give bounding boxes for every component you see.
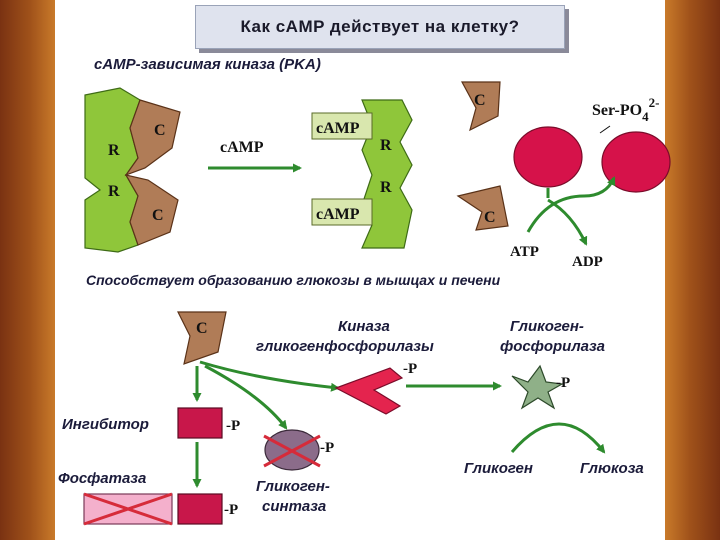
r-label-1: R [108,142,120,159]
glucose-label: Глюкоза [580,460,644,477]
left-border [0,0,55,540]
c-label-4: C [484,209,496,226]
c-label-5: C [196,320,208,337]
glycogen-label: Гликоген [464,460,533,477]
regulatory-subunit-right [361,99,413,249]
right-border [665,0,720,540]
r-label-2: R [108,183,120,200]
r-label-3: R [380,137,392,154]
camp-tag-top [311,112,373,140]
atp-label: ATP [510,244,539,260]
catalytic-subunit-top [124,99,181,177]
c-label-2: C [152,207,164,224]
pka-label: cAMP-зависимая киназа (PKA) [94,56,321,73]
synthase-phosphate: -P [320,440,334,456]
camp-tag-bottom-label: cAMP [316,206,360,223]
free-catalytic-bottom [456,185,509,231]
camp-tag-top-label: cAMP [316,120,360,137]
glycogen-to-glucose-arrow [510,422,606,454]
catalytic-subunit-lower [177,311,227,365]
catalytic-subunit-bottom [124,174,179,246]
camp-arrow-label: cAMP [220,139,264,156]
phosphatase-label: Фосфатаза [58,470,147,487]
camp-tag-bottom [311,198,373,226]
slide-title: Как cAMP действует на клетку? [240,17,520,36]
synthase-label-line1: Гликоген- [256,478,330,495]
slide-canvas [55,0,665,540]
title-box: Как cAMP действует на клетку? [195,5,565,49]
phosphorylase-kinase [334,367,404,415]
adp-label: ADP [572,254,603,270]
atp-adp-branch [547,198,588,246]
kinase-label-line2: гликогенфосфорилазы [256,338,434,355]
pka-holoenzyme [84,87,181,253]
phosphorylase-phosphate: -P [556,375,570,391]
synthase-label-line2: синтаза [262,498,327,515]
c-label-1: C [154,122,166,139]
kinase-phosphate: -P [403,361,417,377]
ser-po4-pointer [599,125,611,134]
atp-adp-arrow [526,176,616,233]
inhibitor-box [177,407,223,439]
phosphatase-phosphate: -P [224,502,238,518]
free-catalytic-top [460,81,501,132]
inhibitor-label: Ингибитор [62,416,149,433]
substrate-circle-right [601,131,671,193]
arrow-to-synthase [204,364,288,430]
ser-po4-label: Ser-PO42- [592,95,659,124]
glycogen-phosphorylase-star [511,364,564,410]
effect-statement: Способствует образованию глюкозы в мышца… [86,272,501,288]
phosphatase-inhibitor-box [177,493,223,525]
inhibitor-phosphate: -P [226,418,240,434]
phosphorylase-label-line1: Гликоген- [510,318,584,335]
r-label-4: R [380,179,392,196]
synthase-cross-b [263,434,321,468]
phosphorylase-label-line2: фосфорилаза [500,338,606,355]
substrate-circle-left [513,126,583,188]
arrow-to-kinase [199,360,340,392]
c-label-3: C [474,92,486,109]
kinase-label-line1: Киназа [338,318,390,335]
phosphatase-cross-b [83,492,173,526]
